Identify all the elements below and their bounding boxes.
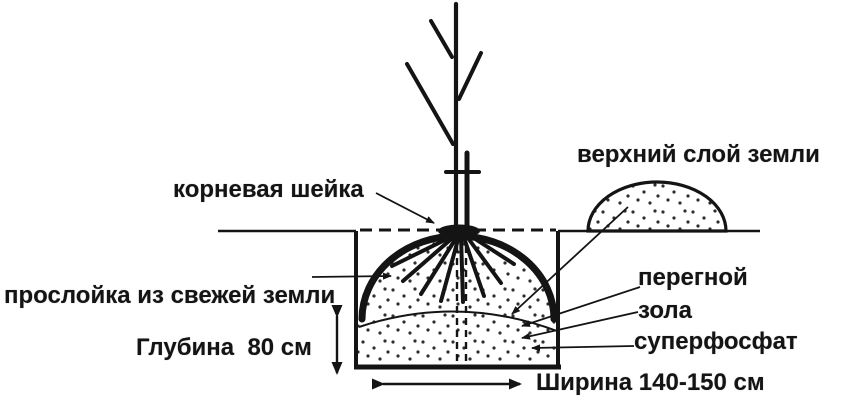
fresh-soil-leader xyxy=(311,272,392,280)
superphosphate-label: суперфосфат xyxy=(634,328,798,355)
ground-line xyxy=(218,228,760,233)
roots xyxy=(390,231,516,304)
width-label: Ширина 140-150 см xyxy=(536,369,765,396)
superphosphate-leader xyxy=(531,344,635,352)
ash-label: зола xyxy=(638,297,692,324)
root-collar-leader xyxy=(375,192,435,224)
humus-leader xyxy=(521,286,641,327)
top-soil-mound xyxy=(586,180,728,233)
root-collar-label: корневая шейка xyxy=(173,176,364,203)
top-soil-label: верхний слой земли xyxy=(577,141,820,168)
root-collar xyxy=(438,224,480,238)
depth-label: Глубина 80 см xyxy=(136,334,312,361)
ash-leader xyxy=(521,311,639,340)
humus-label: перегной xyxy=(638,264,748,291)
leader-lines xyxy=(311,192,641,352)
trunk-axis-dashed xyxy=(455,246,468,367)
top-soil-leader xyxy=(511,206,629,315)
tree-sapling xyxy=(405,1,483,234)
fresh-soil-label: прослойка из свежей земли xyxy=(4,282,336,309)
